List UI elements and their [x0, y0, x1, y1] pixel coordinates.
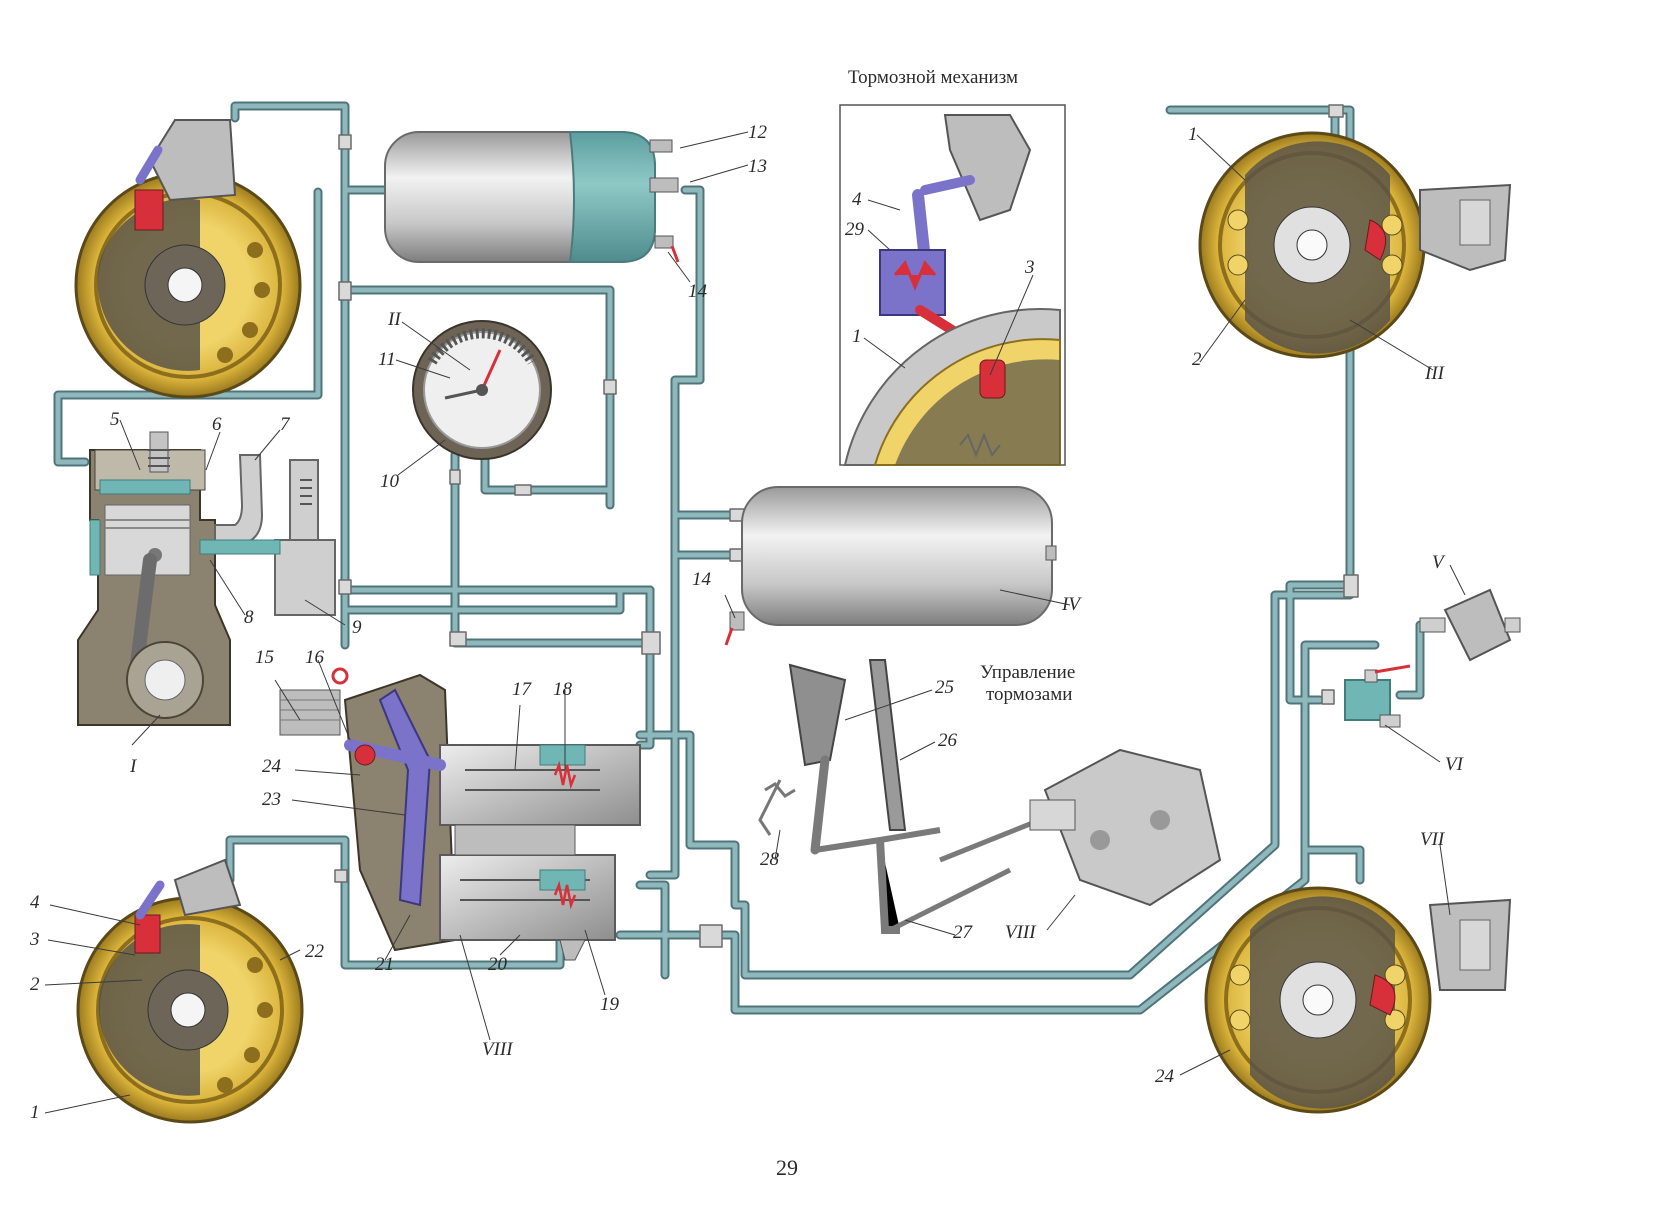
leader-lines: [44, 131, 1466, 1114]
callout-label: 14: [688, 281, 707, 302]
callout-label: 6: [212, 414, 222, 435]
pressure-regulator: [274, 459, 336, 616]
trailer-coupling-valve-icon: [1419, 588, 1521, 662]
callout-label: 22: [305, 941, 324, 962]
callout-label: 24: [262, 756, 281, 777]
callout-label: 14: [692, 569, 711, 590]
callout-label: 1: [1188, 124, 1198, 145]
main-receiver-tank: [724, 486, 1057, 646]
callout-label: 17: [512, 679, 531, 700]
callout-label: VII: [1420, 829, 1445, 850]
callout-label: V: [1432, 552, 1444, 573]
front-left-wheel-brake: [74, 119, 302, 399]
callout-label: 19: [600, 994, 619, 1015]
page-number: 29: [776, 1155, 798, 1180]
top-receiver-tank: [384, 131, 680, 263]
callout-label: 26: [938, 730, 957, 751]
brake-pedal-linkage: [758, 659, 1222, 934]
front-right-wheel-brake: [1198, 131, 1512, 359]
valve-spring-icon: [553, 760, 577, 910]
compressor-icon: [77, 431, 336, 726]
callout-label: 2: [30, 974, 40, 995]
callout-label: 15: [255, 647, 274, 668]
callout-label: VIII: [482, 1039, 513, 1060]
rear-right-wheel-brake: [1204, 886, 1512, 1114]
callout-label: 4: [30, 892, 40, 913]
callout-label: 4: [852, 189, 862, 210]
bellows-icon: [279, 689, 341, 736]
callout-label: II: [388, 309, 401, 330]
callout-label: VI: [1445, 754, 1463, 775]
callout-label: 20: [488, 954, 507, 975]
callout-label: 21: [375, 954, 394, 975]
callout-label: 3: [1025, 257, 1035, 278]
brake-valve-icon: [279, 667, 641, 961]
outlet-elbow: [214, 454, 264, 546]
callout-label: 12: [748, 122, 767, 143]
callout-label: 24: [1155, 1066, 1174, 1087]
callout-label: 27: [953, 922, 972, 943]
callout-label: 5: [110, 409, 120, 430]
brake-mechanism-inset: [839, 104, 1066, 466]
callout-label: 2: [1192, 349, 1202, 370]
separation-valve-icon: [1344, 664, 1411, 728]
callout-label: 29: [845, 219, 864, 240]
drain-valve-icon: [649, 139, 680, 263]
brake-control-caption-line1: Управление: [980, 662, 1076, 683]
callout-label: 16: [305, 647, 324, 668]
callout-label: 7: [280, 414, 290, 435]
callout-label: VIII: [1005, 922, 1036, 943]
callout-label: 1: [852, 326, 862, 347]
callout-label: I: [130, 756, 137, 777]
rear-left-wheel-brake: [76, 858, 304, 1124]
callout-label: 3: [30, 929, 40, 950]
brake-mechanism-caption: Тормозной механизм: [848, 67, 1018, 88]
callout-label: 25: [935, 677, 954, 698]
callout-label: 9: [352, 617, 362, 638]
pressure-gauge-icon: [412, 320, 552, 460]
callout-label: 13: [748, 156, 767, 177]
callout-label: 8: [244, 607, 254, 628]
callout-label: 10: [380, 471, 399, 492]
callout-label: III: [1425, 363, 1444, 384]
brake-control-caption-line2: тормозами: [986, 684, 1073, 705]
callout-label: 11: [378, 349, 396, 370]
callout-label: 18: [553, 679, 572, 700]
callout-label: 23: [262, 789, 281, 810]
callout-label: IV: [1062, 594, 1080, 615]
callout-label: 1: [30, 1102, 40, 1123]
callout-label: 28: [760, 849, 779, 870]
steering-gear-icon: [1029, 748, 1222, 907]
